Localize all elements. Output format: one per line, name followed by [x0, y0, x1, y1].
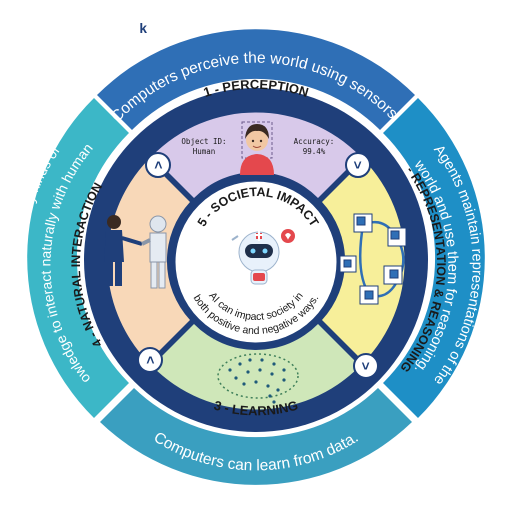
arrow-learning-interaction: >	[137, 347, 163, 373]
outer-ring-representation	[383, 98, 485, 418]
arrow-representation-learning: >	[353, 353, 379, 379]
cube-network-icon	[339, 213, 407, 305]
arrow-glyph: >	[358, 362, 374, 370]
arrow-perception-representation: >	[345, 152, 371, 178]
accuracy-label: Accuracy:	[294, 137, 335, 146]
section-title-learning: 3 - LEARNING	[212, 398, 299, 419]
arrow-glyph: >	[150, 161, 166, 169]
outer-ring-perception	[97, 29, 415, 130]
panel-learning	[152, 324, 360, 410]
outer-ring-learning	[100, 388, 412, 485]
panel-representation	[322, 160, 405, 362]
brain-dots-icon	[217, 353, 299, 404]
corner-mark-glyph: ᵏ	[140, 21, 147, 43]
handshake-icon	[104, 215, 167, 289]
section-title-perception: 1 - PERCEPTION	[202, 77, 311, 100]
perception-readout: Object ID: Human Accuracy: 99.4%	[181, 137, 334, 156]
arrow-perception-interaction: >	[145, 152, 171, 178]
accuracy-value: 99.4%	[303, 147, 326, 156]
object-id-label: Object ID:	[181, 137, 226, 146]
object-id-value: Human	[193, 147, 216, 156]
arrow-glyph: >	[350, 161, 366, 169]
panel-interaction	[107, 160, 190, 362]
arrow-glyph: >	[142, 356, 158, 364]
robot-icon	[231, 229, 295, 285]
outer-ring-interaction	[27, 98, 130, 418]
face-icon	[240, 121, 274, 175]
